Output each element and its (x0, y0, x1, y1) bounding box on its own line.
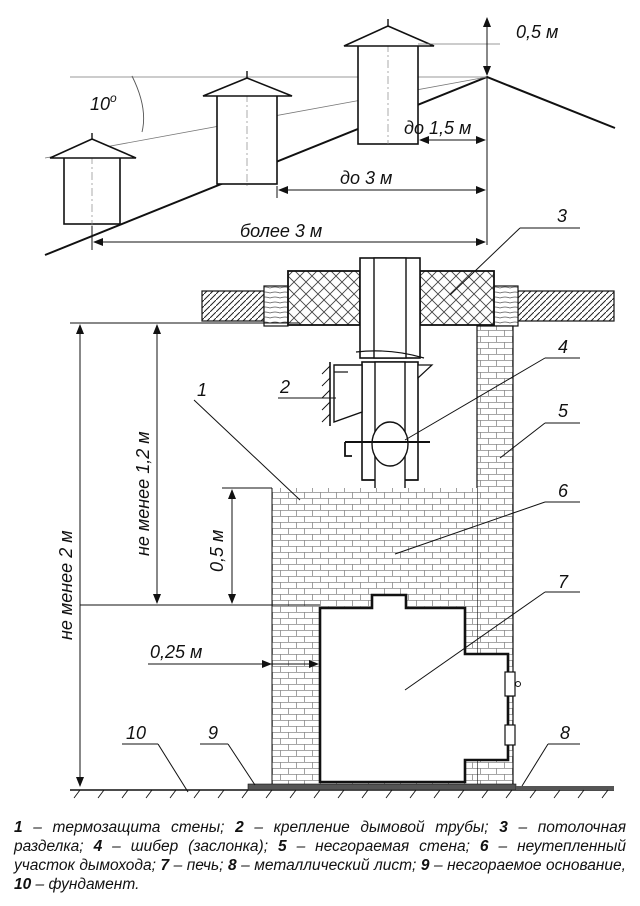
legend-num-3: 3 (499, 819, 508, 836)
callout-4: 4 (558, 337, 568, 357)
chimney-installation-diagram: 0,5 м 10o до 1,5 м до 3 м более 3 м (44, 17, 616, 799)
damper (344, 421, 430, 467)
dim-1-5-label: до 1,5 м (404, 118, 471, 138)
roof-dimensions: 0,5 м 10o до 1,5 м до 3 м более 3 м (90, 17, 558, 250)
callout-3: 3 (557, 206, 567, 226)
legend-text-8: – металлический лист; (236, 857, 421, 874)
legend-num-7: 7 (160, 857, 170, 874)
dim-2m-label: не менее 2 м (56, 530, 76, 640)
callout-1: 1 (197, 380, 207, 400)
legend-num-5: 5 (278, 838, 287, 855)
legend-num-6: 6 (479, 838, 489, 855)
ceiling-cut-right (419, 270, 495, 326)
callout-10: 10 (126, 723, 146, 743)
legend-text-5: – несгораемая стена; (286, 838, 480, 855)
chimney-pipe-middle (202, 71, 293, 186)
ceiling-slab-left (201, 290, 265, 322)
legend-text-4: – шибер (заслонка); (102, 838, 278, 855)
dim-more-3-label: более 3 м (240, 221, 322, 241)
dim-0-25-label: 0,25 м (150, 642, 202, 662)
stove (318, 593, 521, 784)
callout-8: 8 (560, 723, 570, 743)
fireproof-base (247, 783, 517, 791)
legend-num-8: 8 (228, 857, 237, 874)
legend-text-9: – несгораемое основание, (429, 857, 626, 874)
legend-num-4: 4 (93, 838, 103, 855)
floor-group (70, 783, 614, 799)
chimney-pipe-left (49, 133, 137, 226)
dim-3-label: до 3 м (340, 168, 392, 188)
callout-6: 6 (558, 481, 569, 501)
vertical-dimensions: не менее 2 м не менее 1,2 м 0,5 м 0,25 м (56, 324, 320, 787)
legend-num-10: 10 (14, 876, 32, 893)
callouts: 1 2 3 4 5 6 7 8 9 10 (122, 206, 580, 793)
legend-caption: 1 – термозащита стены; 2 – крепление дым… (14, 818, 626, 894)
dim-1-2-label: не менее 1,2 м (133, 431, 153, 556)
dim-0-5-ridge-label: 0,5 м (516, 22, 558, 42)
legend-num-9: 9 (420, 857, 430, 874)
legend-text-2: – крепление дымовой трубы; (243, 819, 500, 836)
callout-7: 7 (558, 572, 569, 592)
legend-text-7: – печь; (169, 857, 229, 874)
callout-9: 9 (208, 723, 218, 743)
legend-text-10: – фундамент. (31, 876, 140, 893)
angle-arc (131, 75, 145, 133)
angle-label: 10o (90, 91, 117, 114)
legend-num-2: 2 (235, 819, 244, 836)
ceiling-slab-right (517, 290, 615, 322)
metal-sheet (516, 786, 614, 790)
flue-pipe (355, 257, 425, 603)
chimney-pipe-right (343, 19, 435, 145)
ceiling-group (70, 270, 615, 327)
dim-0-5-label: 0,5 м (207, 530, 227, 572)
ceiling-cut-left (287, 270, 361, 326)
legend-text-6: – неутепленный участок дымохода; (14, 838, 626, 874)
legend-num-1: 1 (14, 819, 23, 836)
legend-text-3: – потолочная разделка; (14, 819, 626, 855)
legend-text-1: – термозащита стены; (22, 819, 236, 836)
callout-5: 5 (558, 401, 569, 421)
pipe-bracket (321, 362, 434, 426)
callout-2: 2 (279, 377, 290, 397)
